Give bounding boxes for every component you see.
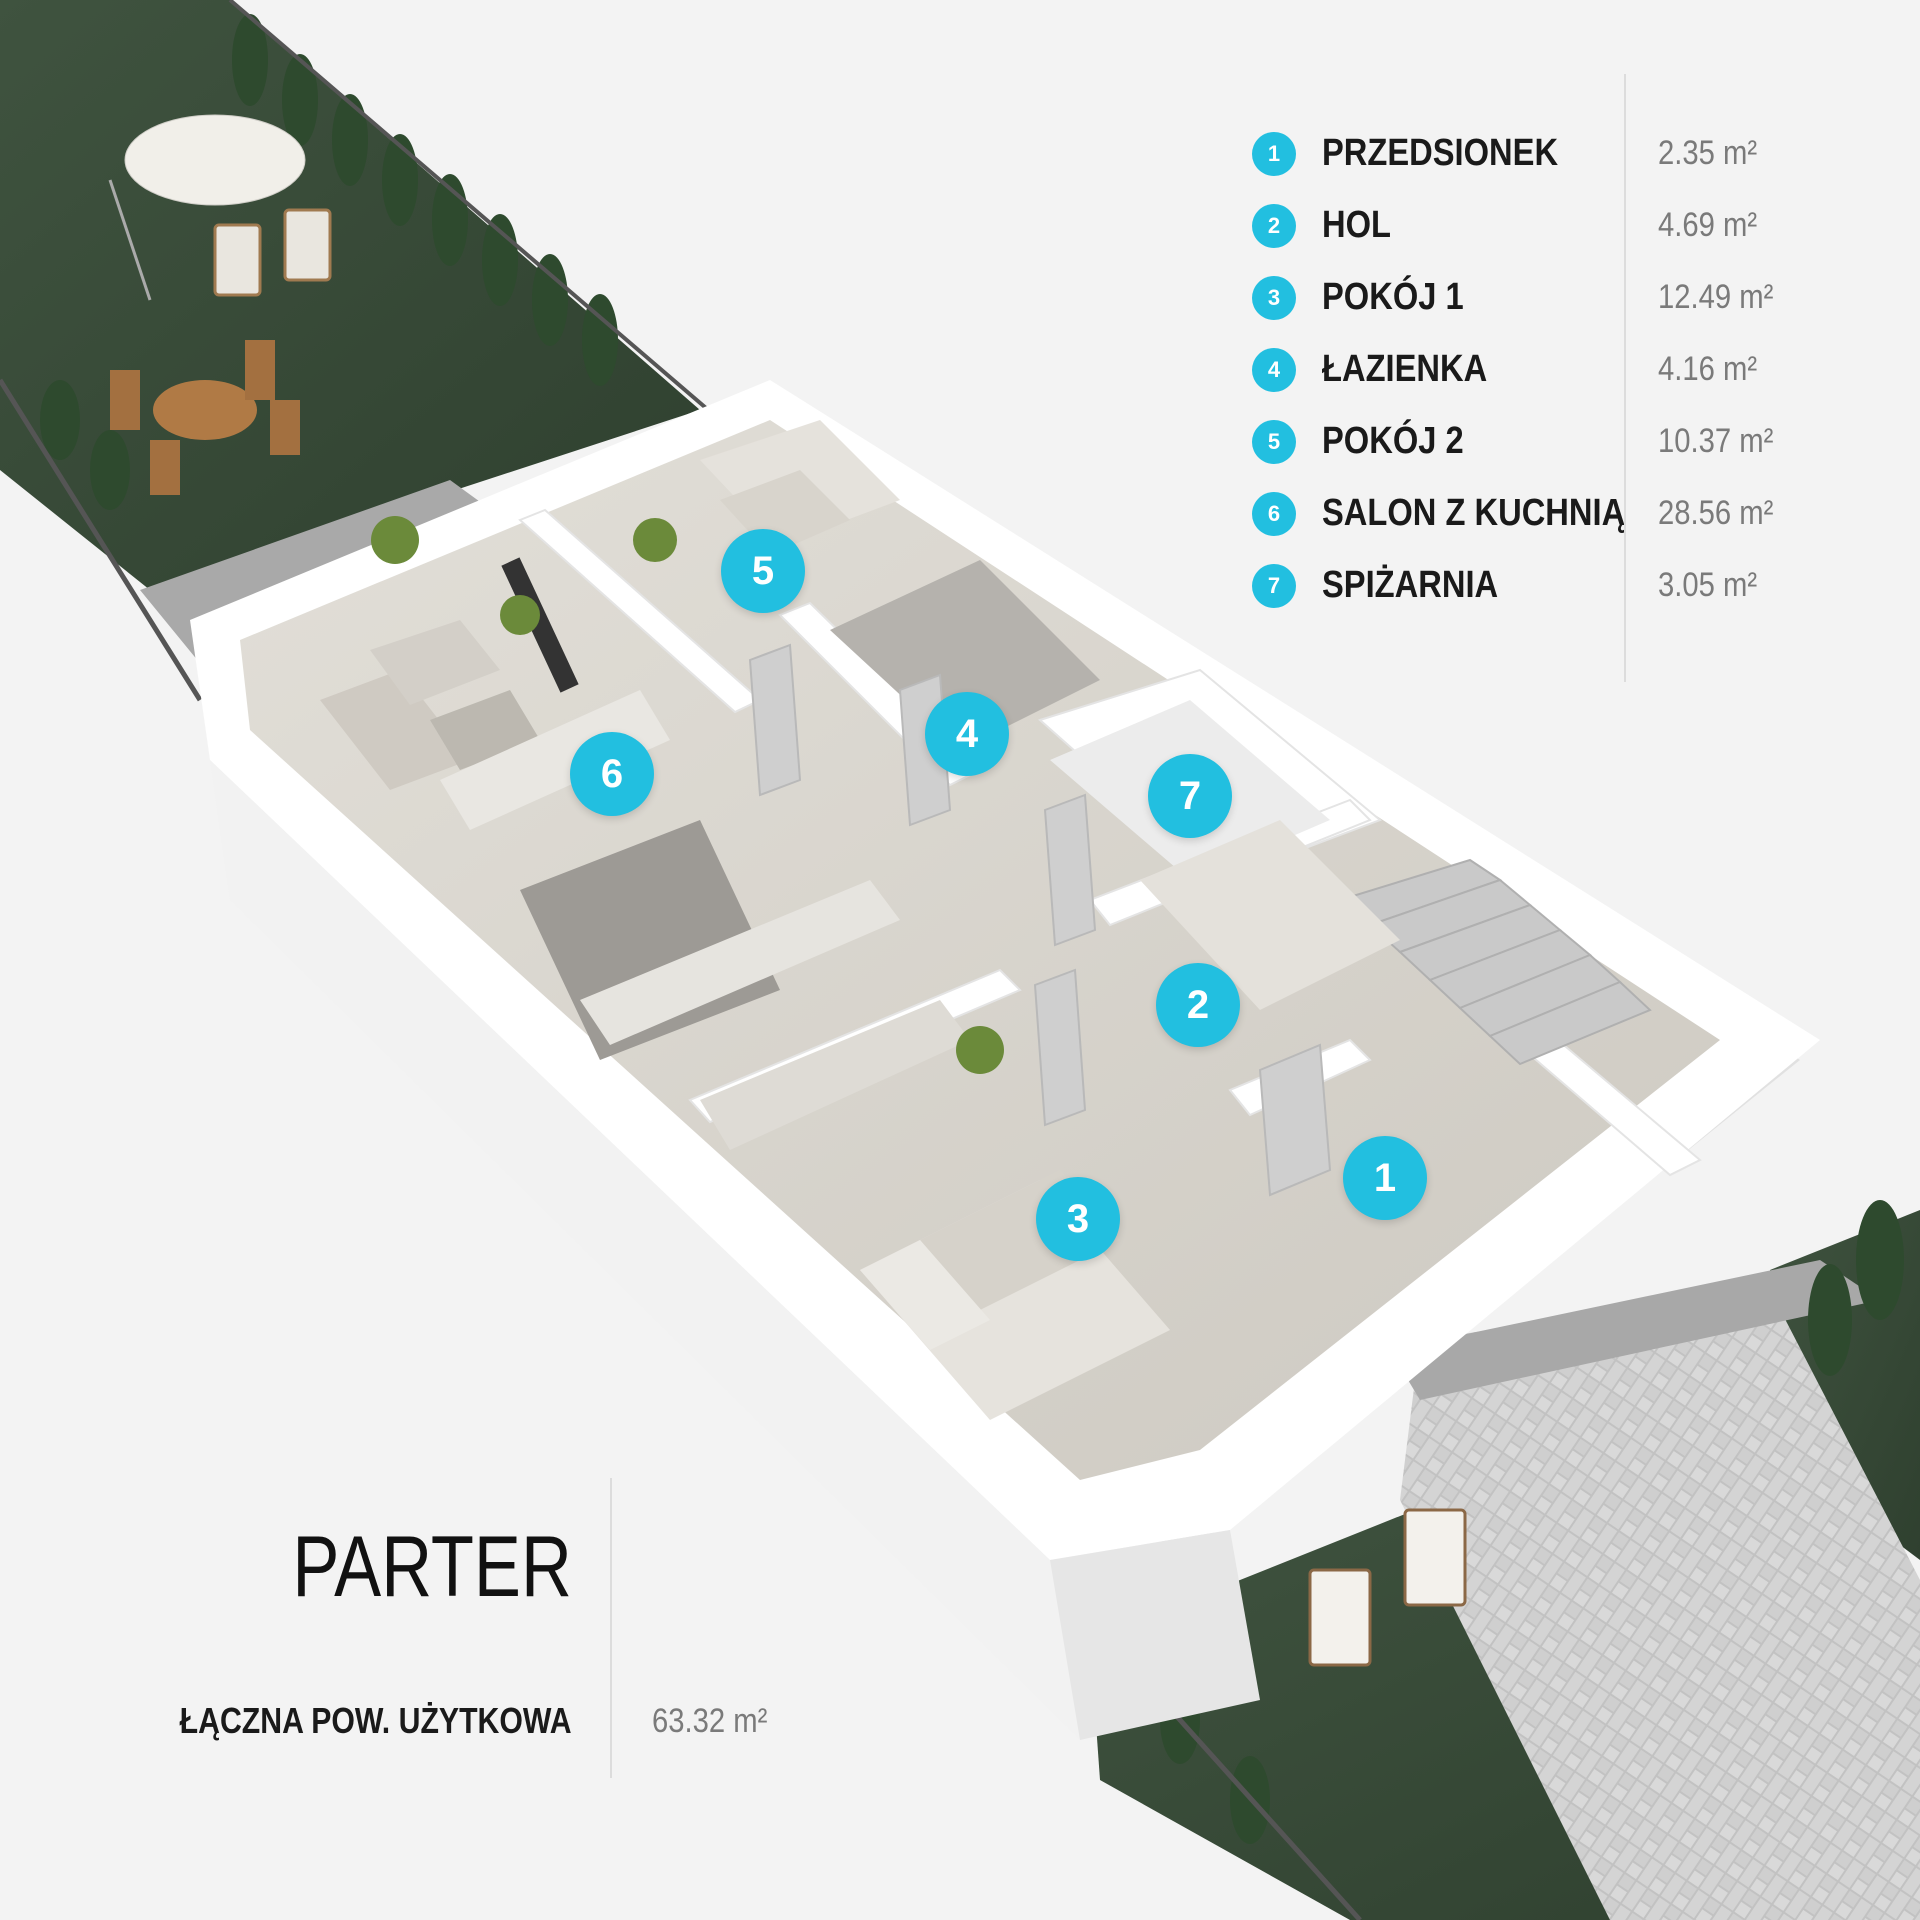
total-area-value: 63.32 m²	[652, 1702, 768, 1740]
room-name: POKÓJ 2	[1322, 420, 1464, 462]
room-area: 28.56 m²	[1658, 494, 1774, 532]
room-legend: 1 PRZEDSIONEK 2.35 m² 2 HOL 4.69 m² 3 PO…	[1248, 130, 1808, 634]
room-area: 10.37 m²	[1658, 422, 1774, 460]
legend-row: 4 ŁAZIENKA 4.16 m²	[1248, 346, 1808, 418]
plan-marker-3: 3	[1036, 1177, 1120, 1261]
staircase	[1337, 858, 1652, 1066]
plan-marker-5: 5	[721, 529, 805, 613]
entrance-steps	[1390, 1260, 1880, 1400]
room-area: 12.49 m²	[1658, 278, 1774, 316]
interior-floor	[240, 420, 1720, 1480]
outer-wall-front	[1050, 1530, 1260, 1740]
legend-row: 6 SALON Z KUCHNIĄ 28.56 m²	[1248, 490, 1808, 562]
bathroom-floor	[830, 560, 1100, 750]
room-number-badge: 2	[1252, 204, 1296, 248]
plan-marker-7: 7	[1148, 754, 1232, 838]
total-area-label: ŁĄCZNA POW. UŻYTKOWA	[180, 1700, 572, 1741]
floor-title: PARTER	[292, 1519, 572, 1615]
room-number-badge: 3	[1252, 276, 1296, 320]
room-number-badge: 6	[1252, 492, 1296, 536]
legend-row: 1 PRZEDSIONEK 2.35 m²	[1248, 130, 1808, 202]
floor-summary: PARTER ŁĄCZNA POW. UŻYTKOWA 63.32 m²	[120, 1478, 820, 1788]
hedge-back	[40, 14, 618, 510]
plan-marker-6: 6	[570, 732, 654, 816]
room-name: ŁAZIENKA	[1322, 348, 1488, 390]
plants	[371, 516, 1004, 1074]
garden-chairs	[213, 208, 332, 297]
room-number-badge: 7	[1252, 564, 1296, 608]
legend-row: 7 SPIŻARNIA 3.05 m²	[1248, 562, 1808, 634]
room-number-badge: 5	[1252, 420, 1296, 464]
room-name: SALON Z KUCHNIĄ	[1322, 492, 1626, 534]
legend-divider	[1624, 74, 1626, 682]
front-chairs	[1308, 1508, 1467, 1667]
room-area: 3.05 m²	[1658, 566, 1758, 604]
room-number-badge: 4	[1252, 348, 1296, 392]
doors	[748, 643, 1332, 1197]
legend-row: 5 POKÓJ 2 10.37 m²	[1248, 418, 1808, 490]
legend-row: 2 HOL 4.69 m²	[1248, 202, 1808, 274]
room-name: PRZEDSIONEK	[1322, 132, 1559, 174]
room-number-badge: 1	[1252, 132, 1296, 176]
garden-umbrella	[124, 114, 306, 206]
hall-wardrobe	[1140, 820, 1400, 1010]
room-area: 2.35 m²	[1658, 134, 1758, 172]
outer-wall-side	[210, 760, 1080, 1740]
plan-marker-4: 4	[925, 692, 1009, 776]
room-area: 4.16 m²	[1658, 350, 1758, 388]
room-name: SPIŻARNIA	[1322, 564, 1499, 606]
legend-row: 3 POKÓJ 1 12.49 m²	[1248, 274, 1808, 346]
room-name: HOL	[1322, 204, 1391, 246]
garden-table	[153, 380, 257, 440]
kitchen-furniture	[580, 880, 970, 1150]
front-paving	[1400, 1290, 1920, 1920]
plan-marker-2: 2	[1156, 963, 1240, 1047]
room-name: POKÓJ 1	[1322, 276, 1464, 318]
room-area: 4.69 m²	[1658, 206, 1758, 244]
summary-divider	[610, 1478, 612, 1778]
plan-marker-1: 1	[1343, 1136, 1427, 1220]
